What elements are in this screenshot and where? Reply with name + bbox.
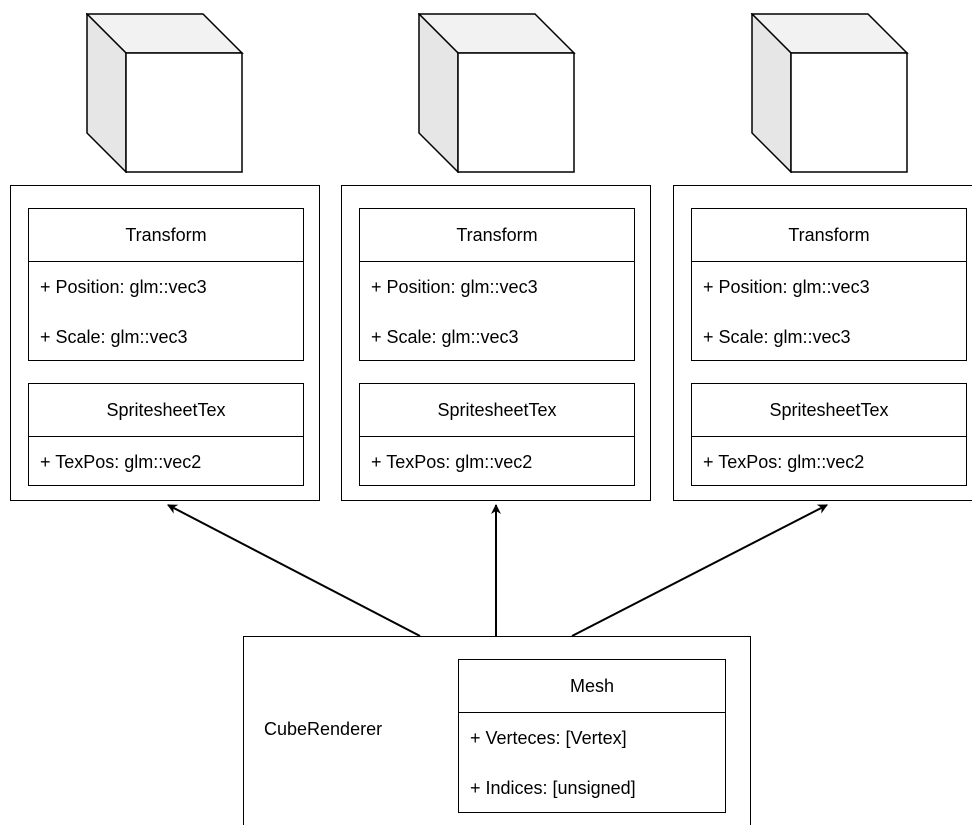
transform-position-attr: + Position: glm::vec3 — [703, 277, 870, 297]
arrow-to-entity-1 — [167, 504, 421, 637]
spritesheet-component: SpritesheetTex + TexPos: glm::vec2 — [28, 383, 304, 486]
transform-scale-attr: + Scale: glm::vec3 — [371, 327, 519, 347]
mesh-component: Mesh + Verteces: [Vertex] + Indices: [un… — [458, 659, 726, 813]
spritesheet-title: SpritesheetTex — [360, 384, 634, 437]
spritesheet-title: SpritesheetTex — [692, 384, 966, 437]
spritesheet-component: SpritesheetTex + TexPos: glm::vec2 — [359, 383, 635, 486]
mesh-indices-attr: + Indices: [unsigned] — [470, 778, 636, 798]
spritesheet-texpos-attr: + TexPos: glm::vec2 — [40, 452, 202, 472]
spritesheet-texpos-attr: + TexPos: glm::vec2 — [703, 452, 865, 472]
spritesheet-texpos-attr: + TexPos: glm::vec2 — [371, 452, 533, 472]
transform-position-attr: + Position: glm::vec3 — [371, 277, 538, 297]
entity-box: Transform + Position: glm::vec3 + Scale:… — [673, 185, 972, 501]
entity-box: Transform + Position: glm::vec3 + Scale:… — [341, 185, 651, 501]
entity-box: Transform + Position: glm::vec3 + Scale:… — [10, 185, 320, 501]
transform-title: Transform — [692, 209, 966, 262]
mesh-title: Mesh — [459, 660, 725, 713]
cube-renderer-box: CubeRenderer Mesh + Verteces: [Vertex] +… — [243, 636, 751, 825]
cube-icon — [418, 13, 576, 173]
arrow-to-entity-3 — [571, 504, 828, 637]
cube-icon — [751, 13, 909, 173]
transform-title: Transform — [360, 209, 634, 262]
mesh-verteces-attr: + Verteces: [Vertex] — [470, 728, 627, 748]
spritesheet-component: SpritesheetTex + TexPos: glm::vec2 — [691, 383, 967, 486]
transform-scale-attr: + Scale: glm::vec3 — [703, 327, 851, 347]
transform-title: Transform — [29, 209, 303, 262]
transform-position-attr: + Position: glm::vec3 — [40, 277, 207, 297]
cube-renderer-label: CubeRenderer — [264, 719, 383, 739]
transform-component: Transform + Position: glm::vec3 + Scale:… — [691, 208, 967, 361]
cube-icon — [86, 13, 244, 173]
spritesheet-title: SpritesheetTex — [29, 384, 303, 437]
transform-scale-attr: + Scale: glm::vec3 — [40, 327, 188, 347]
transform-component: Transform + Position: glm::vec3 + Scale:… — [359, 208, 635, 361]
transform-component: Transform + Position: glm::vec3 + Scale:… — [28, 208, 304, 361]
